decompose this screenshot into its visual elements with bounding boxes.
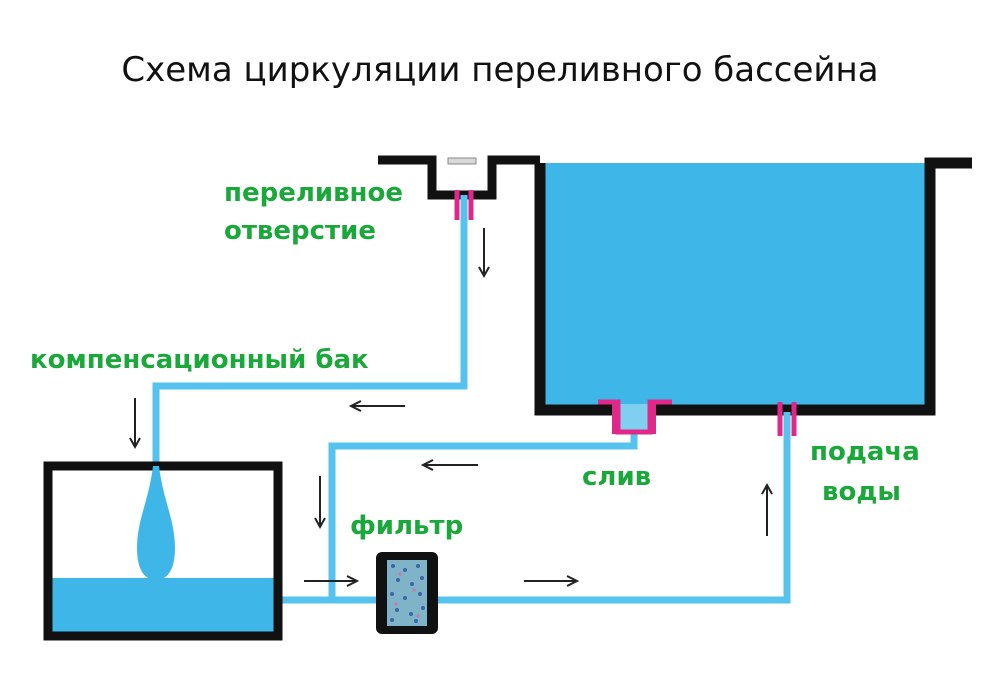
pool-wall (534, 157, 972, 416)
arrow-up-supply (761, 482, 773, 536)
arrow-down-tank (129, 398, 141, 450)
filter-media-spots (394, 572, 420, 618)
flow-arrows (129, 228, 773, 587)
overflow-fitting (454, 190, 474, 220)
arrow-down-overflow (478, 228, 490, 279)
label-supply-line2: воды (822, 477, 901, 507)
label-filter: фильтр (350, 511, 464, 541)
label-supply-line1: подача (810, 437, 920, 467)
overflow-gutter-cover (447, 157, 477, 165)
water-stream (137, 466, 175, 580)
pipe-filter-to-supply (436, 412, 791, 604)
diagram-title: Схема циркуляции переливного бассейна (121, 50, 879, 90)
label-drain: слив (582, 462, 652, 492)
pipes (152, 195, 791, 604)
pipe-overflow-to-tank (152, 195, 468, 465)
supply-fitting (777, 402, 797, 436)
arrow-left-drain (420, 459, 478, 471)
pool-water (544, 163, 926, 407)
compensation-tank (43, 461, 283, 641)
label-overflow-line1: переливное (224, 178, 404, 208)
arrow-right-filter-outlet (524, 575, 580, 587)
arrow-down-drain (314, 476, 326, 530)
label-compensation-tank: компенсационный бак (30, 345, 369, 375)
filter-media-texture (390, 564, 425, 623)
tank-water (52, 578, 274, 636)
drain-fitting (598, 399, 672, 435)
arrow-left-overflow (348, 400, 405, 412)
arrow-right-tank-outlet (304, 575, 360, 587)
pipe-drain-to-filter (328, 428, 638, 600)
label-overflow-line2: отверстие (224, 216, 376, 246)
